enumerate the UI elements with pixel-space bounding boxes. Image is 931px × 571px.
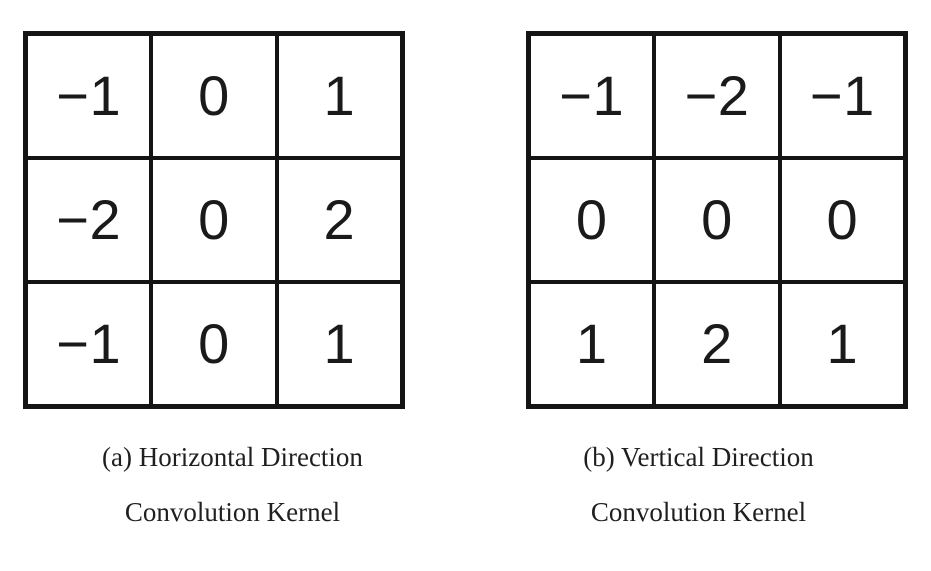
caption-line-1: (b) Vertical Direction [583,442,814,472]
kernel-value: 2 [701,312,733,375]
kernel-value: −1 [559,64,625,127]
kernel-value: 1 [826,312,859,375]
kernel-cell: 1 [278,284,400,404]
kernel-cell: 1 [781,284,903,404]
kernel-cell: −1 [531,36,653,156]
kernel-cell: 0 [153,160,275,280]
kernel-cell: −1 [781,36,903,156]
panel-vertical-kernel: −1 −2 −1 0 0 0 1 2 1 [466,0,931,571]
kernel-value: 2 [323,188,356,251]
panel-caption-horizontal: (a) Horizontal Direction Convolution Ker… [0,444,513,526]
kernel-cell: 1 [278,36,400,156]
kernel-value: −2 [684,64,750,127]
kernel-cell: 0 [153,36,275,156]
kernel-value: 0 [575,188,608,251]
kernel-value: −1 [56,64,122,127]
kernel-cell: 1 [531,284,653,404]
kernel-value: 0 [826,188,859,251]
kernel-value: 0 [198,188,230,251]
kernel-cell: −1 [28,36,150,156]
kernel-cell: 2 [278,160,400,280]
kernel-cell: −2 [656,36,778,156]
kernel-matrix-vertical: −1 −2 −1 0 0 0 1 2 1 [526,31,908,409]
kernel-value: 1 [575,312,608,375]
kernel-cell: 0 [781,160,903,280]
kernel-value: −2 [56,188,122,251]
caption-line-2: Convolution Kernel [124,497,341,527]
kernel-cell: 0 [531,160,653,280]
kernel-value: 1 [323,312,356,375]
kernel-value: 0 [701,188,733,251]
panel-horizontal-kernel: −1 0 1 −2 0 2 −1 0 1 [0,0,465,571]
kernel-value: −1 [56,312,122,375]
kernel-value: 0 [198,312,230,375]
kernel-cell: −2 [28,160,150,280]
kernel-cell: 0 [153,284,275,404]
caption-line-2: Convolution Kernel [590,497,807,527]
kernel-cell: 2 [656,284,778,404]
kernel-value: −1 [809,64,875,127]
kernel-cell: 0 [656,160,778,280]
kernel-matrix-horizontal: −1 0 1 −2 0 2 −1 0 1 [23,31,405,409]
kernel-value: 1 [323,64,356,127]
kernel-cell: −1 [28,284,150,404]
caption-line-1: (a) Horizontal Direction [102,442,363,472]
kernel-value: 0 [198,64,230,127]
panel-caption-vertical: (b) Vertical Direction Convolution Kerne… [466,444,931,526]
